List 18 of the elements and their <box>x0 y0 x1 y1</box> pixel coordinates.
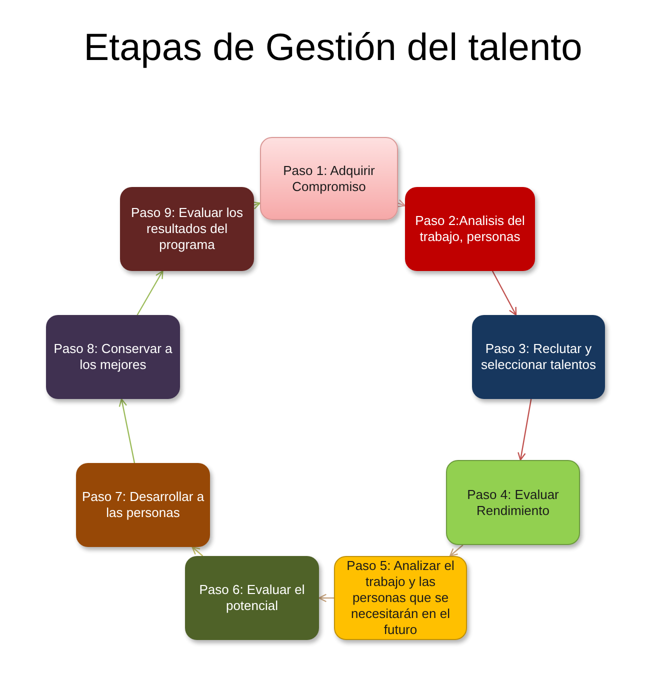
step-box: Paso 2:Analisis del trabajo, personas <box>405 187 535 271</box>
arrow <box>318 594 334 602</box>
step-box: Paso 6: Evaluar el potencial <box>185 556 319 640</box>
arrow <box>492 270 517 316</box>
arrow <box>396 199 406 208</box>
step-box: Paso 3: Reclutar y seleccionar talentos <box>472 315 605 399</box>
step-box: Paso 8: Conservar a los mejores <box>46 315 180 399</box>
step-box: Paso 5: Analizar el trabajo y las personas que se necesitarán en el futuro <box>334 556 467 640</box>
step-box: Paso 1: Adquirir Compromiso <box>260 137 398 220</box>
arrow <box>192 546 204 556</box>
arrow <box>118 398 136 464</box>
step-box: Paso 4: Evaluar Rendimiento <box>446 460 580 545</box>
step-box: Paso 9: Evaluar los resultados del programa <box>120 187 254 271</box>
arrow <box>136 270 164 316</box>
step-box: Paso 7: Desarrollar a las personas <box>76 463 210 547</box>
diagram-title: Etapas de Gestión del talento <box>82 26 584 71</box>
arrow <box>449 544 464 557</box>
arrow <box>518 398 532 461</box>
